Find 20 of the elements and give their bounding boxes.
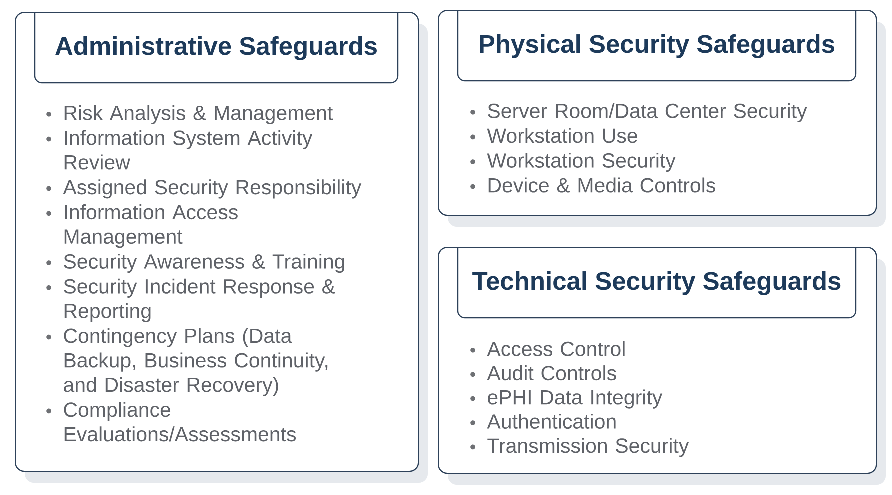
list-item: Risk Analysis & Management [64,105,334,124]
list-item: Information System Activity Review [64,130,313,170]
list-item: Server Room/Data Center Security [488,103,808,122]
heading-box: Physical Security Safeguards [457,10,857,82]
list-item: Information Access Management [64,204,238,248]
list-item: ePHI Data Integrity [488,390,663,409]
list-item: Workstation Use [487,128,638,144]
list-item: Device & Media Controls [488,178,716,193]
list-item: Contingency Plans (Data Backup, Business Continuity, and Disaster Recovery) [64,328,328,396]
list-item: Transmission Security [488,438,690,458]
list-item: Assigned Security Responsibility [63,180,362,199]
list-item: Security Incident Response & Reporting [64,278,336,322]
list-item: Authentication [487,414,616,429]
heading-box: Technical Security Safeguards [457,247,857,319]
list-item: Compliance Evaluations/Assessments [64,402,296,442]
heading-box: Administrative Safeguards [34,12,399,84]
list-item: Audit Controls [487,366,616,381]
list-item: Security Awareness & Training [64,254,344,274]
list-item: Workstation Security [487,152,676,172]
list-item: Access Control [487,341,625,356]
